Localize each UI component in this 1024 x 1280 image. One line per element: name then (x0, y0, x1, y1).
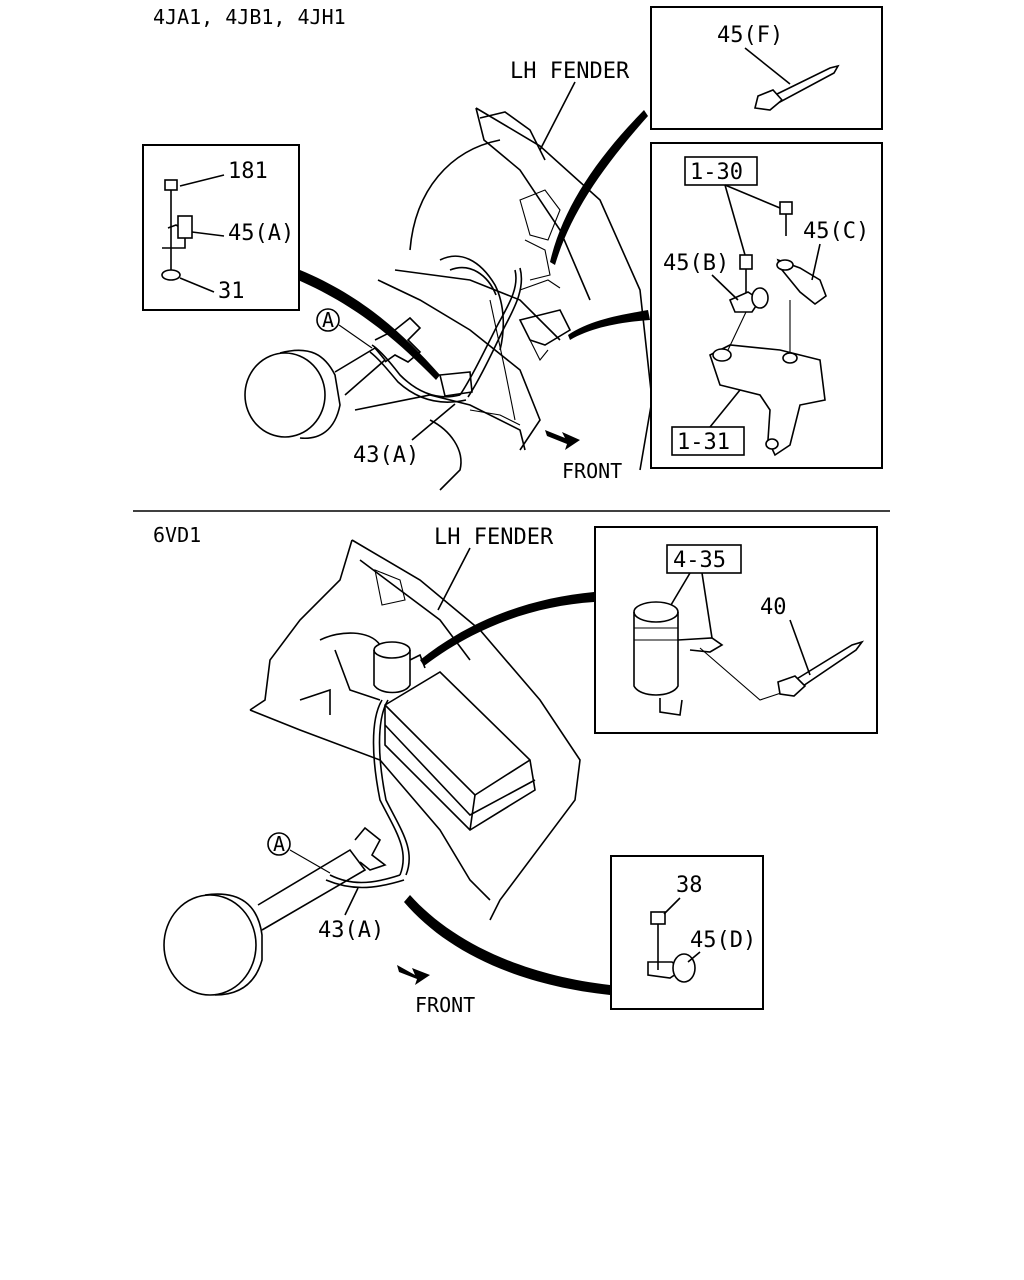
callout-a-circle-1 (316, 308, 340, 332)
fender-label-1: LH FENDER (510, 59, 630, 84)
callout-a-circle-2 (267, 832, 291, 856)
detail-box-left: 181 45(A) 31 (142, 144, 300, 311)
callout-a-1: A (322, 308, 334, 332)
fender-bay-drawing-1 (244, 107, 653, 491)
detail-box-6vd1-top: 4-35 40 (594, 526, 878, 734)
fender-label-2: LH FENDER (434, 525, 554, 550)
detail-6vd1-clip: 45(D) (690, 928, 756, 953)
detail-right-ref-bottom: 1-31 (677, 430, 730, 455)
detail-left-clip: 45(A) (228, 221, 294, 246)
leader-fender-1 (539, 81, 576, 151)
detail-right-clip-c: 45(C) (803, 219, 869, 244)
detail-box-top-right: 45(F) (650, 6, 883, 130)
fender-bay-drawing-2 (163, 539, 581, 996)
section-4ja1: 4JA1, 4JB1, 4JH1 (142, 5, 883, 491)
detail-6vd1-band: 40 (760, 595, 787, 620)
section-6vd1: 6VD1 (153, 523, 878, 1017)
detail-box-right: 1-30 45(B) 45(C) 1-31 (650, 142, 883, 469)
detail-6vd1-ref: 4-35 (673, 548, 726, 573)
detail-right-ref-top: 1-30 (690, 160, 743, 185)
engine-label-4ja1: 4JA1, 4JB1, 4JH1 (153, 5, 346, 29)
front-label-2: FRONT (415, 993, 475, 1017)
callout-a-2: A (273, 832, 285, 856)
hose-label-2: 43(A) (318, 918, 384, 943)
engine-label-6vd1: 6VD1 (153, 523, 201, 547)
hose-label-1: 43(A) (353, 443, 419, 468)
front-label-1: FRONT (562, 459, 622, 483)
detail-right-clip-b: 45(B) (663, 251, 729, 276)
detail-6vd1-bolt: 38 (676, 873, 703, 898)
detail-topright-band: 45(F) (717, 23, 783, 48)
detail-box-6vd1-bottom: 38 45(D) (610, 855, 764, 1010)
detail-left-bolt: 181 (228, 159, 268, 184)
detail-left-nut: 31 (218, 279, 245, 304)
